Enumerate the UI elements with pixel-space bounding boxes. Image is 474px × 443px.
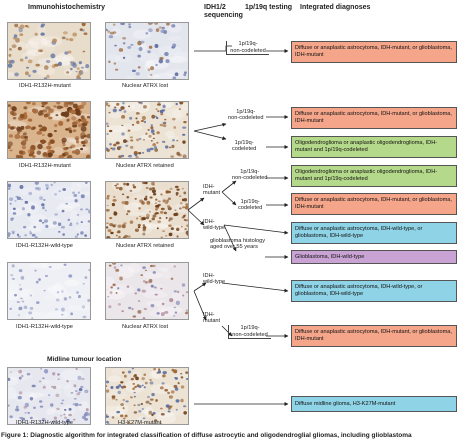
diagnosis-box-2: Diffuse or anaplastic astrocytoma, IDH-m… xyxy=(291,107,457,129)
label-1p19q-noncodeleted-row2: 1p/19q- non-codeleted xyxy=(228,109,264,122)
ihc-image-atrx-row4 xyxy=(105,262,189,320)
diagnosis-box-6: Diffuse or anaplastic astrocytoma, IDH-w… xyxy=(291,222,457,244)
diagnosis-text-2: Diffuse or anaplastic astrocytoma, IDH-m… xyxy=(295,111,452,124)
label-idh-mutant-row4: IDH- mutant xyxy=(203,312,221,325)
diagnosis-box-7: Glioblastoma, IDH-wild-type xyxy=(291,250,457,264)
diagnosis-box-8: Diffuse or anaplastic astrocytoma, IDH-w… xyxy=(291,280,457,302)
diagnosis-text-3: Oligodendroglioma or anaplastic oligoden… xyxy=(295,140,438,153)
caption-idh1-row2: IDH1-R132H-mutant xyxy=(19,163,71,169)
diagnosis-text-5: Diffuse or anaplastic astrocytoma, IDH-m… xyxy=(295,197,452,210)
caption-atrx-row1: Nuclear ATRX lost xyxy=(122,83,169,89)
ihc-image-idh1-row3 xyxy=(7,181,91,239)
diagnosis-text-1: Diffuse or anaplastic astrocytoma, IDH-m… xyxy=(295,45,452,58)
label-1p19q-noncodeleted-row4: 1p/19q- non-codeleted xyxy=(228,325,271,340)
caption-idh1-row4: IDH1-R132H-wild-type xyxy=(16,324,73,330)
caption-h3-row5: H3-K27M-mutant xyxy=(118,420,162,426)
ihc-image-h3k27m-row5 xyxy=(105,367,189,425)
diagnosis-text-8: Diffuse or anaplastic astrocytoma, IDH-w… xyxy=(295,284,423,297)
header-idh-sequencing: IDH1/2 sequencing xyxy=(204,4,243,19)
caption-atrx-row2: Nuclear ATRX retained xyxy=(116,163,174,169)
diagnosis-text-10: Diffuse midline glioma, H3-K27M-mutant xyxy=(295,400,396,407)
diagnosis-box-5: Diffuse or anaplastic astrocytoma, IDH-m… xyxy=(291,193,457,215)
caption-atrx-row3: Nuclear ATRX retained xyxy=(116,243,174,249)
midline-location-label: Midline tumour location xyxy=(47,356,122,363)
ihc-image-atrx-row3 xyxy=(105,181,189,239)
label-glioblastoma-histology: glioblastoma histology aged over 55 year… xyxy=(210,238,266,251)
ihc-image-atrx-row1 xyxy=(105,22,189,80)
label-idh-mutant-row3: IDH- mutant xyxy=(203,184,221,197)
histology-texture xyxy=(106,368,188,424)
histology-texture xyxy=(8,23,90,79)
histology-texture xyxy=(106,263,188,319)
header-1p19q-testing: 1p/19q testing xyxy=(245,4,293,11)
caption-idh1-row3: IDH1-R132H-wild-type xyxy=(16,243,73,249)
histology-texture xyxy=(106,182,188,238)
histology-texture xyxy=(8,263,90,319)
histology-texture xyxy=(8,182,90,238)
histology-texture xyxy=(106,23,188,79)
header-integrated-diagnoses: Integrated diagnoses xyxy=(300,4,371,11)
diagnosis-box-3: Oligodendroglioma or anaplastic oligoden… xyxy=(291,136,457,158)
label-idh-wildtype-row3: IDH- wild-type xyxy=(203,219,226,232)
diagnosis-box-10: Diffuse midline glioma, H3-K27M-mutant xyxy=(291,396,457,412)
ihc-image-idh1-row4 xyxy=(7,262,91,320)
diagnosis-text-9: Diffuse or anaplastic astrocytoma, IDH-m… xyxy=(295,329,452,342)
header-immunohistochemistry: Immunohistochemistry xyxy=(28,4,106,11)
diagnosis-text-4: Oligodendroglioma or anaplastic oligoden… xyxy=(295,169,438,182)
diagnosis-text-7: Glioblastoma, IDH-wild-type xyxy=(295,253,365,260)
label-idh-wildtype-row4: IDH- wild-type xyxy=(203,273,226,286)
ihc-image-idh1-row1 xyxy=(7,22,91,80)
caption-idh1-row5-visible: IDH1-R132H-wild-type xyxy=(16,420,73,426)
label-1p19q-codeleted-row3: 1p/19q- codeleted xyxy=(238,199,263,212)
diagnosis-text-6: Diffuse or anaplastic astrocytoma, IDH-w… xyxy=(295,226,423,239)
ihc-image-idh1-row2 xyxy=(7,101,91,159)
histology-texture xyxy=(106,102,188,158)
caption-idh1-row1: IDH1-R132H-mutant xyxy=(19,83,71,89)
ihc-image-atrx-row2 xyxy=(105,101,189,159)
figure-caption: Figure 1: Diagnostic algorithm for integ… xyxy=(1,432,412,439)
diagnosis-box-1: Diffuse or anaplastic astrocytoma, IDH-m… xyxy=(291,41,457,63)
histology-texture xyxy=(8,368,90,424)
label-1p19q-noncodeleted-row1: 1p/19q- non-codeleted xyxy=(226,41,269,56)
histology-texture xyxy=(8,102,90,158)
diagnosis-box-4: Oligodendroglioma or anaplastic oligoden… xyxy=(291,165,457,187)
caption-atrx-row4: Nuclear ATRX lost xyxy=(122,324,169,330)
label-1p19q-noncodeleted-row3: 1p/19q- non-codeleted xyxy=(232,169,268,182)
label-1p19q-codeleted-row2: 1p/19q- codeleted xyxy=(232,140,257,153)
ihc-image-idh1-row5 xyxy=(7,367,91,425)
diagnosis-box-9: Diffuse or anaplastic astrocytoma, IDH-m… xyxy=(291,325,457,347)
